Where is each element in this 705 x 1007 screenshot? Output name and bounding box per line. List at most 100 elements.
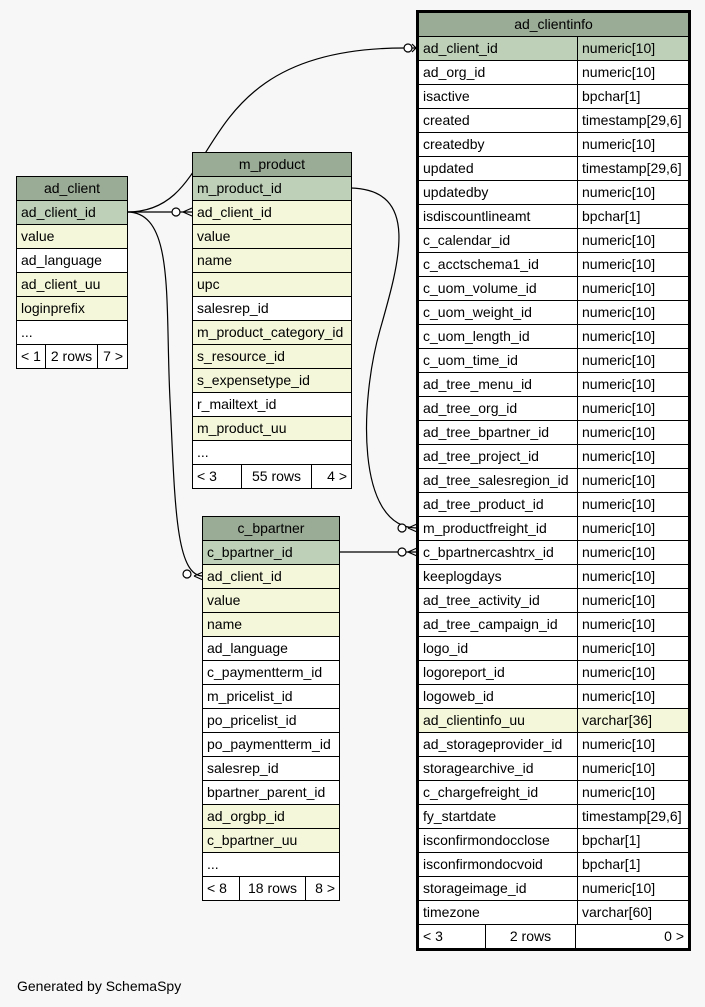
- column-row[interactable]: ...: [203, 853, 339, 877]
- column-row[interactable]: c_bpartner_uu: [203, 829, 339, 853]
- table-title[interactable]: ad_client: [17, 177, 127, 201]
- column-row[interactable]: upc: [193, 273, 351, 297]
- column-type: numeric[10]: [577, 181, 655, 204]
- column-name: value: [207, 592, 241, 608]
- children-count[interactable]: 8 >: [305, 877, 339, 900]
- column-row[interactable]: value: [203, 589, 339, 613]
- column-row[interactable]: po_paymentterm_id: [203, 733, 339, 757]
- column-name: ad_client_uu: [21, 276, 101, 292]
- children-count[interactable]: 7 >: [97, 345, 127, 368]
- column-row[interactable]: name: [193, 249, 351, 273]
- column-row[interactable]: c_paymentterm_id: [203, 661, 339, 685]
- table-title[interactable]: ad_clientinfo: [419, 13, 688, 37]
- parents-count[interactable]: < 3: [197, 468, 217, 484]
- row-count[interactable]: 18 rows: [239, 877, 305, 900]
- column-row[interactable]: value: [193, 225, 351, 249]
- column-name: ...: [21, 324, 33, 340]
- column-row[interactable]: salesrep_id: [193, 297, 351, 321]
- column-row[interactable]: ad_language: [17, 249, 127, 273]
- column-row[interactable]: salesrep_id: [203, 757, 339, 781]
- column-row[interactable]: ad_language: [203, 637, 339, 661]
- column-name: ad_tree_activity_id: [423, 592, 540, 608]
- column-name: r_mailtext_id: [197, 396, 277, 412]
- parents-count[interactable]: < 3: [423, 928, 443, 944]
- column-type: bpchar[1]: [577, 205, 640, 228]
- table-title[interactable]: m_product: [193, 153, 351, 177]
- column-row[interactable]: ad_client_id: [193, 201, 351, 225]
- children-count[interactable]: 0 >: [575, 925, 688, 948]
- column-row[interactable]: ad_client_uu: [17, 273, 127, 297]
- column-row[interactable]: value: [17, 225, 127, 249]
- column-row[interactable]: s_resource_id: [193, 345, 351, 369]
- column-name: c_acctschema1_id: [423, 256, 539, 272]
- parents-count[interactable]: < 8: [207, 880, 227, 896]
- column-row[interactable]: po_pricelist_id: [203, 709, 339, 733]
- row-count[interactable]: 2 rows: [485, 925, 575, 948]
- column-row[interactable]: m_product_uu: [193, 417, 351, 441]
- column-type: numeric[10]: [577, 589, 655, 612]
- column-row[interactable]: r_mailtext_id: [193, 393, 351, 417]
- column-row[interactable]: s_expensetype_id: [193, 369, 351, 393]
- column-row[interactable]: m_product_category_id: [193, 321, 351, 345]
- parents-count[interactable]: < 1: [21, 348, 41, 364]
- column-row[interactable]: ...: [17, 321, 127, 345]
- column-row[interactable]: m_product_id: [193, 177, 351, 201]
- column-row[interactable]: loginprefix: [17, 297, 127, 321]
- column-row[interactable]: ad_orgbp_id: [203, 805, 339, 829]
- column-type: numeric[10]: [577, 493, 655, 516]
- column-row[interactable]: ...: [193, 441, 351, 465]
- column-type: numeric[10]: [577, 469, 655, 492]
- column-row[interactable]: name: [203, 613, 339, 637]
- column-row[interactable]: ad_client_id: [203, 565, 339, 589]
- row-count[interactable]: 2 rows: [45, 345, 97, 368]
- row-count[interactable]: 55 rows: [241, 465, 311, 488]
- children-count[interactable]: 4 >: [311, 465, 351, 488]
- column-row[interactable]: ad_tree_activity_id numeric[10]: [419, 589, 688, 613]
- column-row[interactable]: ad_client_id: [17, 201, 127, 225]
- column-row[interactable]: c_bpartner_id: [203, 541, 339, 565]
- table-title[interactable]: c_bpartner: [203, 517, 339, 541]
- column-row[interactable]: bpartner_parent_id: [203, 781, 339, 805]
- column-row[interactable]: m_pricelist_id: [203, 685, 339, 709]
